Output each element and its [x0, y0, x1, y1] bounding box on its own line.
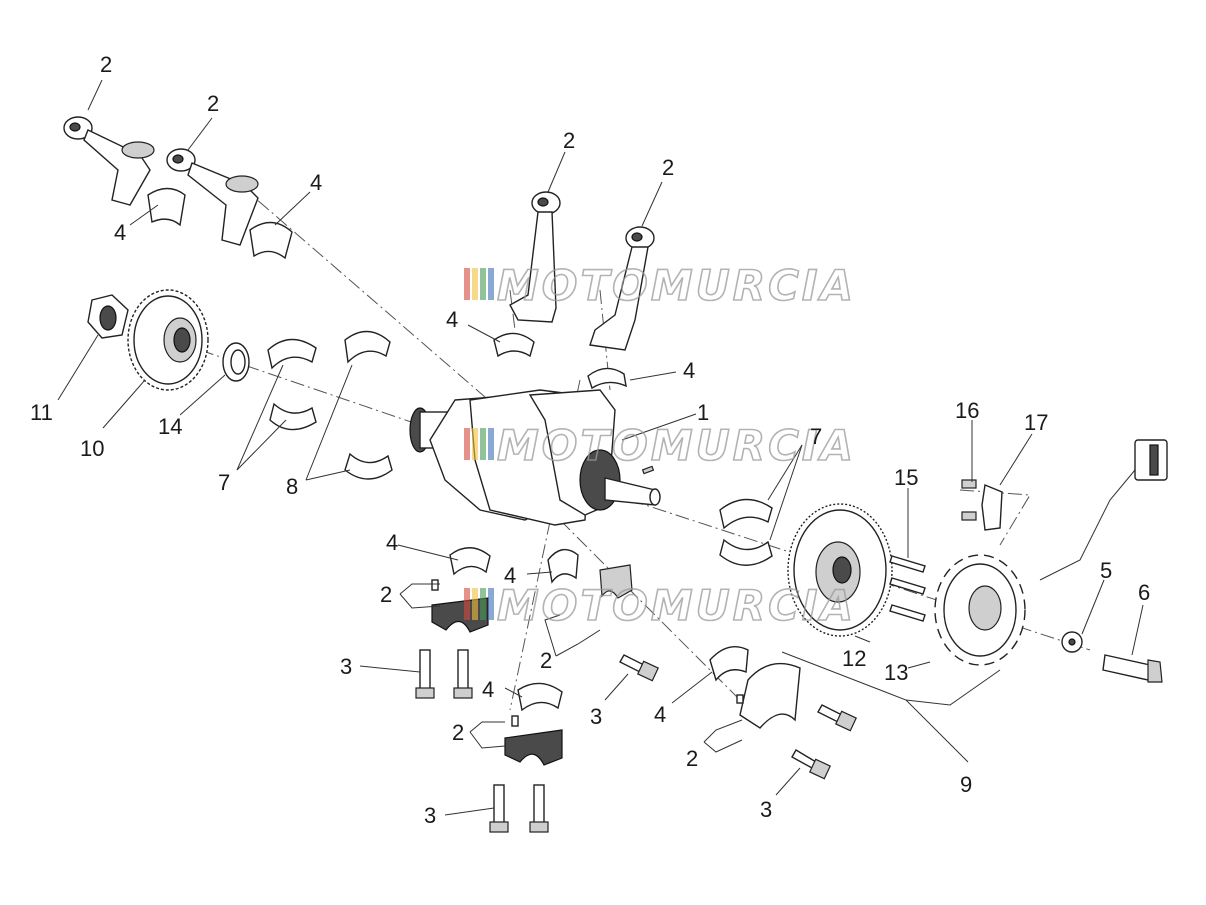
flywheel [787, 503, 893, 637]
bearing-shell-4e [449, 547, 491, 576]
callout-4: 4 [114, 220, 126, 245]
bolt-right-1 [817, 704, 858, 732]
bolt-right-2 [791, 749, 832, 780]
stator-screws [889, 555, 926, 622]
callout-3: 3 [590, 704, 602, 729]
leader-lines [57, 79, 1144, 816]
watermark-top: MOTOMURCIA [464, 260, 856, 311]
callout-4: 4 [446, 307, 458, 332]
thrust-ring [222, 342, 250, 382]
timing-gear [127, 289, 209, 391]
watermark-stripe-green [480, 268, 486, 300]
callout-3: 3 [424, 803, 436, 828]
bearing-shell-8b [344, 452, 393, 480]
watermark-bottom: MOTOMURCIA [464, 580, 856, 631]
watermark-stripe-yellow [472, 268, 478, 300]
callout-11: 11 [30, 400, 53, 425]
callout-4: 4 [386, 530, 398, 555]
callout-15: 15 [894, 465, 918, 490]
wire-clamp [981, 484, 1003, 531]
callout-labels: 2 2 2 2 4 4 4 4 1 7 11 10 14 7 8 4 4 2 3… [30, 52, 1150, 828]
callout-9: 9 [960, 772, 972, 797]
flywheel-washer [1061, 631, 1083, 653]
callout-16: 16 [955, 398, 979, 423]
callout-2: 2 [662, 155, 674, 180]
watermark-stripe-blue [488, 268, 494, 300]
rod-cap-lower-center [504, 715, 563, 766]
rod-cap-center [599, 564, 633, 599]
callout-2: 2 [563, 128, 575, 153]
wire-harness [1039, 439, 1168, 581]
callout-7: 7 [810, 424, 822, 449]
callout-2: 2 [540, 648, 552, 673]
rod-cap-right [736, 662, 801, 729]
watermark-text: MOTOMURCIA [497, 581, 856, 630]
bearing-shell-4c [493, 332, 535, 358]
bolt-pair-lower-left [415, 649, 473, 699]
callout-3: 3 [340, 654, 352, 679]
bolt-center [619, 654, 660, 682]
bearing-shell-8a [344, 330, 391, 364]
bearing-shell-7b [269, 402, 317, 431]
watermark-text: MOTOMURCIA [497, 261, 856, 310]
bearing-shell-4h [709, 646, 749, 682]
callout-7: 7 [218, 470, 230, 495]
callout-4: 4 [683, 358, 695, 383]
callout-4: 4 [504, 563, 516, 588]
callout-8: 8 [286, 474, 298, 499]
connecting-rod-top-left-2 [166, 148, 259, 246]
rod-cap-lower-left [431, 579, 489, 633]
gear-nut [87, 294, 129, 339]
bearing-shell-4d [587, 367, 627, 390]
callout-10: 10 [80, 436, 104, 461]
callout-14: 14 [158, 414, 182, 439]
bearing-shell-7c [719, 498, 773, 530]
clamp-screws [961, 479, 977, 521]
bearing-shell-4b [249, 221, 293, 260]
callout-6: 6 [1138, 580, 1150, 605]
bearing-shell-7d [719, 538, 773, 566]
bearing-shell-4a [147, 187, 186, 227]
connecting-rod-top-center-1 [509, 191, 561, 323]
crankshaft [409, 389, 661, 526]
callout-2: 2 [380, 582, 392, 607]
callout-4: 4 [654, 702, 666, 727]
flywheel-bolt [1102, 654, 1163, 683]
callout-2: 2 [207, 91, 219, 116]
watermark-middle: MOTOMURCIA [464, 420, 856, 471]
callout-1: 1 [697, 400, 709, 425]
callout-12: 12 [842, 646, 866, 671]
bearing-shell-4f [547, 548, 579, 584]
bolt-pair-lower-center [489, 784, 549, 833]
callout-2: 2 [452, 720, 464, 745]
callout-17: 17 [1024, 410, 1048, 435]
callout-4: 4 [310, 170, 322, 195]
callout-5: 5 [1100, 558, 1112, 583]
stator [934, 554, 1026, 666]
connecting-rod-top-center-2 [589, 226, 655, 351]
watermark-text: MOTOMURCIA [497, 421, 856, 470]
watermark-stripe-red [464, 268, 470, 300]
bearing-shell-7a [267, 338, 317, 370]
callout-13: 13 [884, 660, 908, 685]
callout-2: 2 [100, 52, 112, 77]
callout-3: 3 [760, 797, 772, 822]
callout-4: 4 [482, 677, 494, 702]
connecting-rod-top-left-1 [63, 116, 155, 206]
bearing-shell-4g [517, 682, 563, 712]
callout-2: 2 [686, 746, 698, 771]
